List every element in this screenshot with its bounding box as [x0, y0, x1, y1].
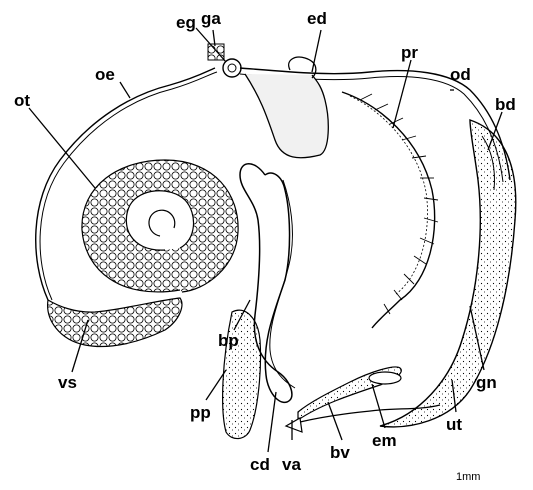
scale-bar-label: 1mm	[456, 472, 480, 483]
label-eg: eg	[176, 14, 196, 31]
label-pr: pr	[401, 44, 418, 61]
label-cd: cd	[250, 456, 270, 473]
label-ot: ot	[14, 92, 30, 109]
label-ga: ga	[201, 10, 221, 27]
label-bp: bp	[218, 332, 239, 349]
seminal-vesicle	[48, 298, 182, 347]
ovotestis	[82, 160, 238, 292]
label-va: va	[282, 456, 301, 473]
label-vs: vs	[58, 374, 77, 391]
label-ut: ut	[446, 416, 462, 433]
label-bv: bv	[330, 444, 350, 461]
label-od: od	[450, 66, 471, 83]
label-bd: bd	[495, 96, 516, 113]
label-gn: gn	[476, 374, 497, 391]
label-em: em	[372, 432, 397, 449]
label-pp: pp	[190, 404, 211, 421]
prostate	[342, 92, 438, 328]
label-oe: oe	[95, 66, 115, 83]
label-ed: ed	[307, 10, 327, 27]
